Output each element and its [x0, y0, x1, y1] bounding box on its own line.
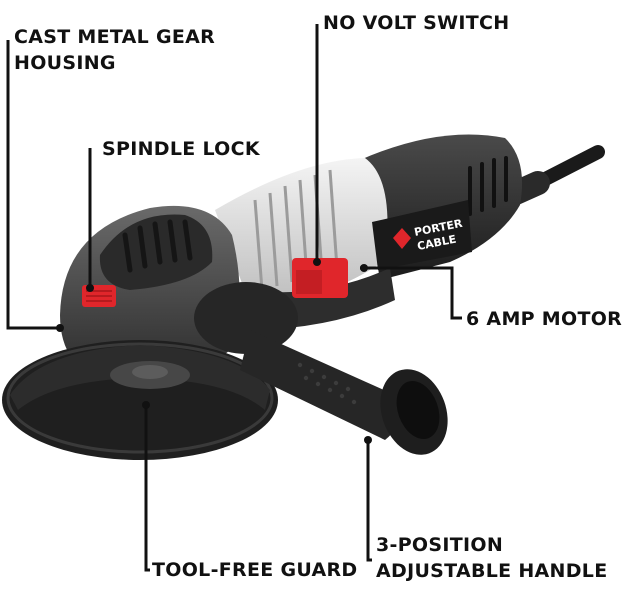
callout-spindle-lock: SPINDLE LOCK: [102, 136, 260, 162]
leader-handle: [366, 440, 372, 562]
callout-leader-lines: [6, 24, 462, 572]
power-switch-grip: [296, 270, 322, 294]
leader-dots: [56, 258, 372, 444]
callout-gear-housing-line2: HOUSING: [14, 52, 116, 74]
angle-grinder-illustration: PORTER CABLE: [2, 24, 605, 572]
callout-handle-line1: 3-POSITION: [376, 534, 504, 556]
spindle-nut: [132, 365, 168, 379]
callout-motor-text: 6 AMP MOTOR: [466, 308, 622, 330]
leader-motor: [360, 266, 462, 320]
side-handle-grip: [240, 330, 401, 440]
handle-end-cap-hollow: [396, 380, 440, 440]
brand-badge: [372, 200, 472, 270]
callout-gear-housing-line1: CAST METAL GEAR: [14, 26, 216, 48]
callout-cast-metal-gear-housing: CAST METAL GEAR HOUSING: [14, 24, 215, 76]
callout-motor: 6 AMP MOTOR: [466, 306, 622, 332]
product-feature-diagram: PORTER CABLE: [2, 10, 622, 583]
leader-guard: [144, 405, 150, 572]
callout-spindle-lock-text: SPINDLE LOCK: [102, 138, 260, 160]
callout-no-volt-switch: NO VOLT SWITCH: [323, 10, 509, 36]
head-vent-ribs: [122, 219, 193, 273]
leader-gear-housing: [6, 40, 60, 330]
callout-guard-text: TOOL-FREE GUARD: [152, 559, 358, 581]
callout-adjustable-handle: 3-POSITION ADJUSTABLE HANDLE: [376, 532, 608, 584]
brand-diamond-icon: [393, 228, 411, 249]
callout-handle-line2: ADJUSTABLE HANDLE: [376, 560, 608, 582]
handle-texture: [297, 362, 357, 405]
callout-no-volt-switch-text: NO VOLT SWITCH: [323, 12, 510, 34]
disc-rim-highlight: [6, 342, 274, 454]
callout-tool-free-guard: TOOL-FREE GUARD: [152, 557, 357, 583]
vent-slots: [468, 156, 508, 216]
handle-base: [194, 282, 298, 354]
